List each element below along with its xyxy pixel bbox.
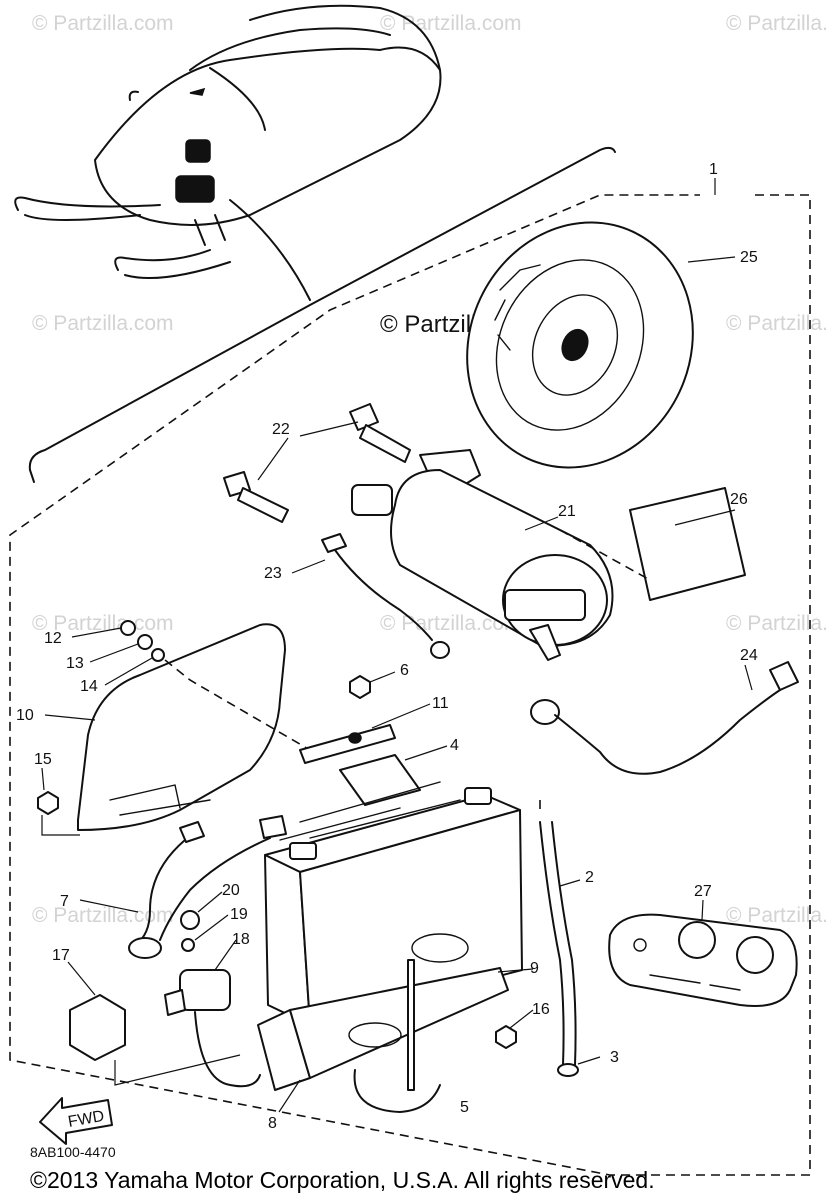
watermark: © Partzilla.com [32, 904, 174, 927]
callout-12: 12 [44, 630, 62, 647]
battery-box [257, 933, 534, 1113]
nut [37, 791, 59, 815]
callout-21: 21 [558, 503, 576, 520]
callout-1: 1 [709, 161, 718, 178]
callout-11: 11 [432, 695, 449, 712]
callout-6: 6 [400, 662, 409, 679]
wire-harness [79, 815, 287, 959]
ground-lead [291, 533, 450, 659]
callout-14: 14 [80, 678, 98, 695]
starter-solenoid [164, 891, 261, 1088]
callout-22: 22 [272, 421, 290, 438]
callout-23: 23 [264, 565, 282, 582]
callout-13: 13 [66, 655, 84, 672]
callout-19: 19 [230, 906, 248, 923]
callout-labels: 1 2 3 4 5 6 7 8 9 10 11 12 13 14 15 16 1… [16, 161, 758, 1132]
snowmobile-sketch [14, 4, 616, 483]
bolt [495, 1025, 517, 1049]
watermark: © Partzilla.com [32, 612, 174, 635]
callout-7: 7 [60, 893, 69, 910]
watermark: © Partzilla.com [32, 312, 174, 335]
starter-motor [351, 449, 614, 661]
watermark: © Partzilla.com [32, 12, 174, 35]
callout-16: 16 [532, 1001, 550, 1018]
callout-18: 18 [232, 931, 250, 948]
terminal-plate [608, 899, 798, 1007]
fwd-arrow: FWD [39, 1097, 113, 1145]
copyright-notice: ©2013 Yamaha Motor Corporation, U.S.A. A… [30, 1167, 655, 1193]
watermark: © Partzilla.com [726, 612, 828, 635]
diagram-code: 8AB100-4470 [30, 1144, 116, 1160]
callout-15: 15 [34, 751, 52, 768]
callout-4: 4 [450, 737, 459, 754]
callout-5: 5 [460, 1099, 469, 1116]
flywheel-ring-gear [466, 221, 736, 469]
rubber-pad [629, 487, 746, 601]
callout-2: 2 [585, 869, 594, 886]
callout-20: 20 [222, 882, 240, 899]
battery-cover [77, 623, 286, 831]
callout-10: 10 [16, 707, 34, 724]
callout-3: 3 [610, 1049, 619, 1066]
battery [264, 781, 523, 1026]
relay [69, 994, 126, 1061]
callout-17: 17 [52, 947, 70, 964]
fwd-label: FWD [67, 1108, 106, 1131]
watermark: © Partzilla.com [726, 12, 828, 35]
watermark: © Partzilla.com [380, 612, 522, 635]
starter-cable [530, 661, 799, 775]
watermark: © Partzilla.com [726, 904, 828, 927]
callout-27: 27 [694, 883, 712, 900]
callout-26: 26 [730, 491, 748, 508]
callout-8: 8 [268, 1115, 277, 1132]
starter-bolts [223, 403, 411, 523]
callout-25: 25 [740, 249, 758, 266]
watermark: © Partzilla.com [380, 12, 522, 35]
callout-9: 9 [530, 960, 539, 977]
watermark: © Partzilla.com [726, 312, 828, 335]
callout-24: 24 [740, 647, 758, 664]
vent-hose [539, 800, 601, 1077]
cover-hardware [71, 620, 311, 751]
assembly-boundary [9, 194, 811, 1176]
battery-hold-down [299, 671, 448, 806]
